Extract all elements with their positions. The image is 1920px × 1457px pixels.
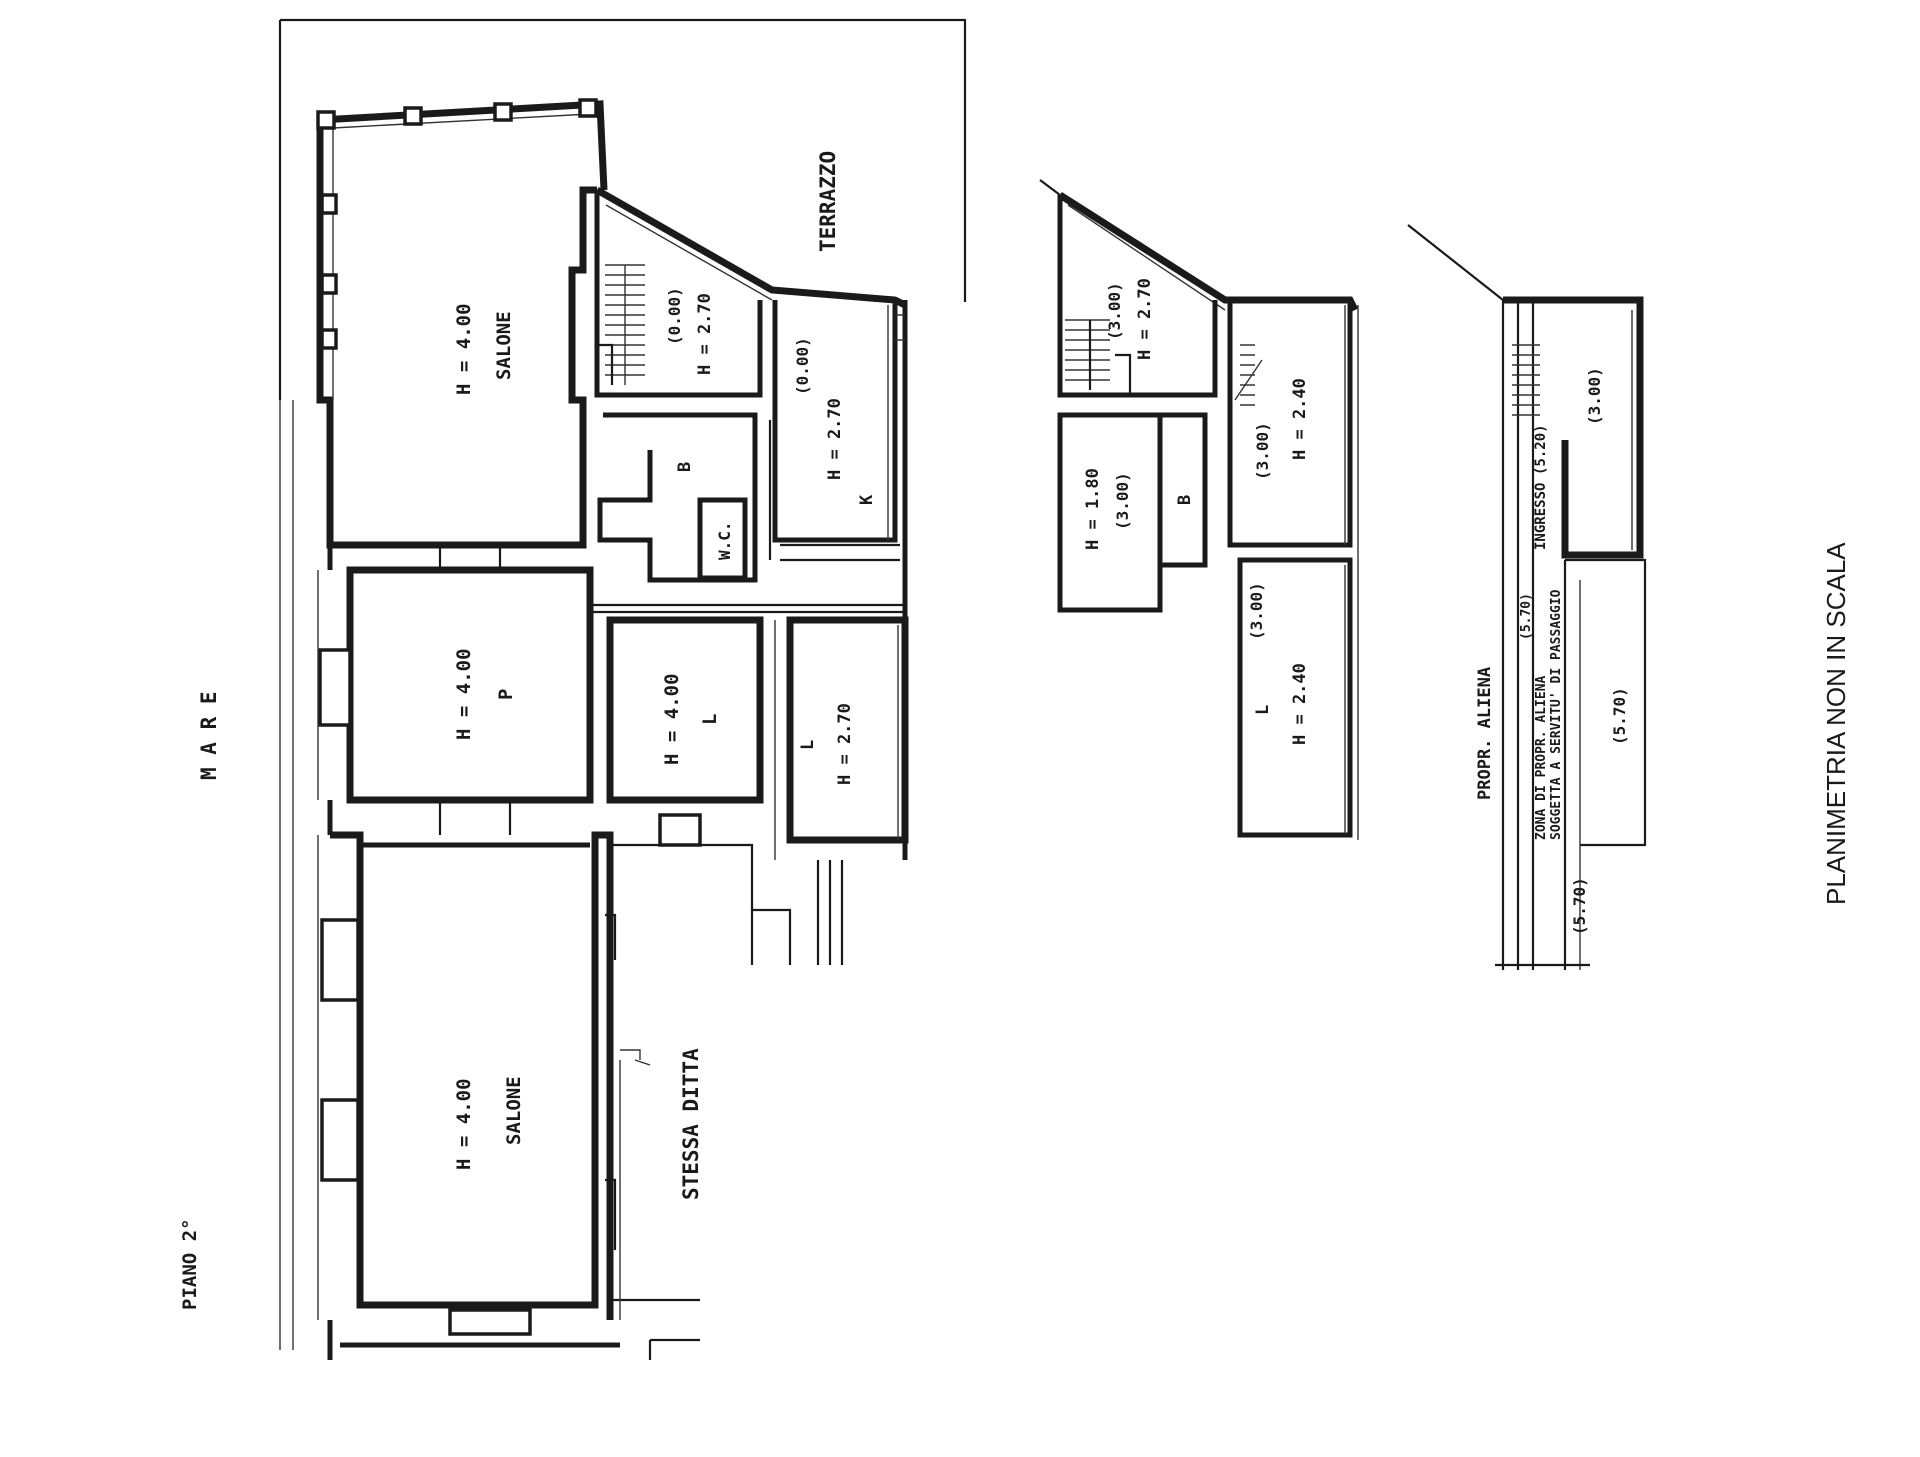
salone-top-name: SALONE bbox=[493, 311, 515, 380]
mezz-stair-room-height: H = 2.70 bbox=[1135, 278, 1155, 360]
easement-zone-line-2: SOGGETTA A SERVITU' DI PASSAGGIO bbox=[1549, 589, 1564, 840]
main-floor-plan bbox=[278, 18, 967, 1360]
mezz-room-l-name: L bbox=[1253, 705, 1273, 715]
l-room-1-height: H = 4.00 bbox=[661, 673, 683, 765]
alien-property-label: PROPR. ALIENA bbox=[1475, 667, 1495, 800]
salone-top-height: H = 4.00 bbox=[453, 303, 475, 395]
entrance-level: (5.20) bbox=[1533, 424, 1549, 475]
kitchen-level: (0.00) bbox=[793, 337, 812, 395]
mezz-room-l-level: (3.00) bbox=[1247, 582, 1266, 640]
staircase-icon bbox=[1234, 344, 1263, 406]
mezz-low-room-level: (3.00) bbox=[1113, 472, 1132, 530]
sea-label: M A R E bbox=[197, 691, 221, 780]
floor-label: PIANO 2° bbox=[179, 1218, 201, 1310]
not-to-scale-note: PLANIMETRIA NON IN SCALA bbox=[1821, 542, 1851, 905]
p-room-height: H = 4.00 bbox=[453, 648, 475, 740]
entrance-label: INGRESSO bbox=[1533, 483, 1549, 550]
mezz-low-room-height: H = 1.80 bbox=[1083, 468, 1103, 550]
terrace-label: TERRAZZO bbox=[816, 151, 840, 252]
salone-bottom-name: SALONE bbox=[503, 1076, 525, 1145]
mezz-stair-room-level: (3.00) bbox=[1105, 282, 1124, 340]
l-room-2-height: H = 2.70 bbox=[835, 703, 855, 785]
easement-zone-line-1: ZONA DI PROPR. ALIENA bbox=[1534, 675, 1549, 840]
l-room-1-name: L bbox=[699, 714, 721, 725]
salone-bottom-height: H = 4.00 bbox=[453, 1078, 475, 1170]
mezz-room-a-height: H = 2.40 bbox=[1290, 378, 1310, 460]
upper-level-plan bbox=[1407, 224, 1647, 970]
upper-bottom-level: (5.70) bbox=[1570, 877, 1589, 935]
stair-room-height: H = 2.70 bbox=[695, 293, 715, 375]
staircase-icon bbox=[1512, 344, 1540, 416]
wc-name: W.C. bbox=[715, 521, 734, 560]
upper-top-level: (3.00) bbox=[1585, 367, 1604, 425]
mezz-room-l-height: H = 2.40 bbox=[1290, 663, 1310, 745]
p-room-name: P bbox=[495, 689, 517, 700]
l-room-2-name: L bbox=[798, 740, 818, 750]
staircase-icon bbox=[1065, 319, 1132, 395]
kitchen-name: K bbox=[857, 494, 877, 505]
upper-mid-level: (5.70) bbox=[1610, 687, 1629, 745]
mezz-bath-name: B bbox=[1175, 495, 1195, 505]
stair-room-level: (0.00) bbox=[665, 287, 684, 345]
staircase-icon bbox=[598, 264, 645, 385]
kitchen-height: H = 2.70 bbox=[825, 398, 845, 480]
alien-property-level: (5.70) bbox=[1519, 593, 1534, 640]
bath-name: B bbox=[675, 462, 695, 472]
mezz-room-a-level: (3.00) bbox=[1253, 422, 1272, 480]
mezzanine-plan bbox=[1039, 179, 1359, 840]
same-owner-label: STESSA DITTA bbox=[679, 1048, 703, 1200]
